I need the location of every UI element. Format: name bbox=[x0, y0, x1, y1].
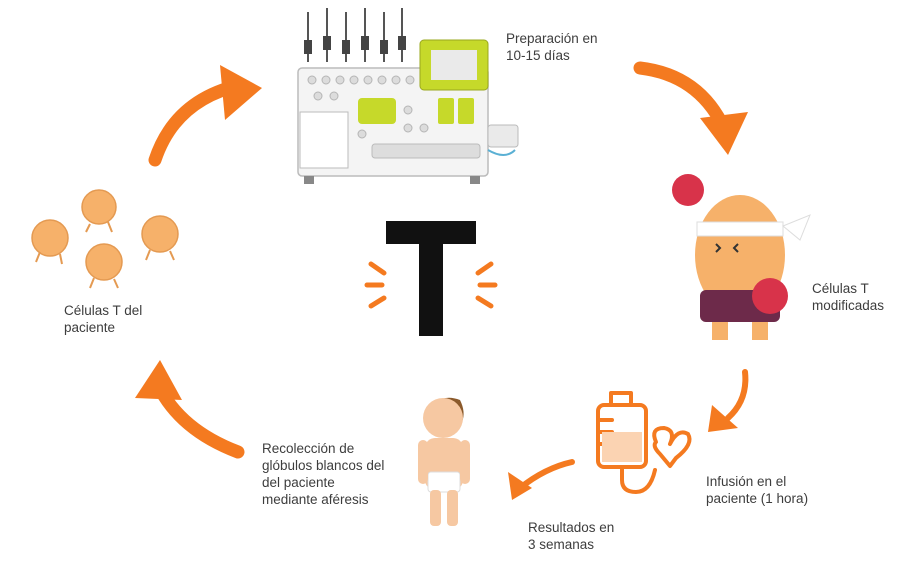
results-label: Resultados en 3 semanas bbox=[528, 520, 615, 552]
patient-cells-label: Células T del paciente bbox=[64, 303, 143, 335]
infusion-label: Infusión en el paciente (1 hora) bbox=[706, 474, 809, 506]
arrow-boxer-to-bag bbox=[725, 369, 749, 421]
preparation-label: Preparación en 10-15 días bbox=[506, 31, 598, 63]
collection-label: Recolección de glóbulos blancos del del … bbox=[262, 441, 385, 507]
modified-cells-label: Células T modificadas bbox=[812, 281, 885, 313]
